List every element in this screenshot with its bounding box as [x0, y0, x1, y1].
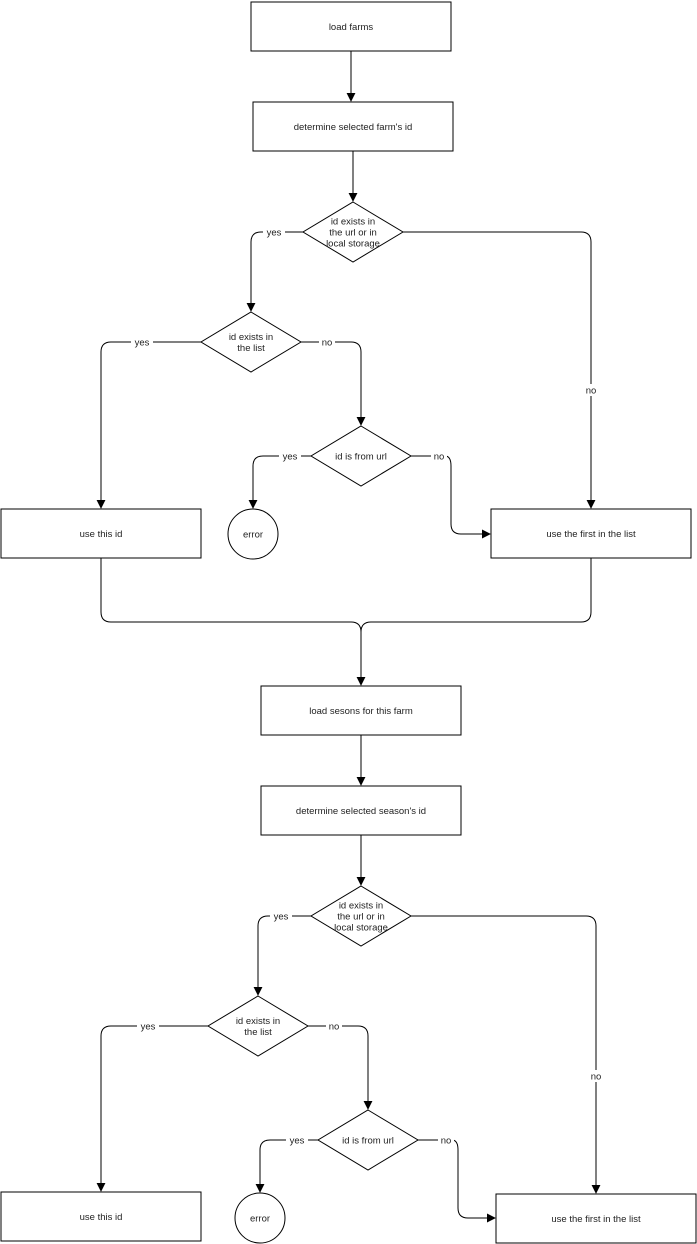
edge-label-yes: yes	[290, 1136, 305, 1147]
edge-label-yes: yes	[267, 228, 282, 239]
edge-farm-in-list-to-farm-from-url	[301, 341, 366, 426]
determine-season-label: determine selected season's id	[296, 806, 426, 817]
edge-label-no: no	[591, 1072, 602, 1083]
edge-label-background	[270, 910, 292, 922]
edge-label-background	[131, 336, 153, 348]
edge-farm-id-exists-to-farm-in-list	[246, 231, 303, 312]
edge-label-no: no	[329, 1022, 340, 1033]
edge-farm-id-exists-to-farm-use-first	[403, 231, 596, 509]
determine-season-shape	[260, 785, 462, 836]
season-error-shape	[234, 1192, 286, 1244]
edge-label-yes: yes	[141, 1022, 156, 1033]
season-use-first-label: use the first in the list	[551, 1214, 641, 1225]
edge-labels-layer: yes no yes no yes no yes no yes no yes no	[131, 226, 604, 1147]
edges-layer	[96, 51, 601, 1223]
edge-label-yes: yes	[283, 452, 298, 463]
season-from-url-shape	[317, 1109, 419, 1171]
edge-farm-from-url-to-farm-use-first	[411, 455, 491, 539]
farm-use-first-label: use the first in the list	[546, 529, 636, 540]
farm-use-id-shape	[0, 508, 202, 559]
farm-id-exists-shape	[302, 201, 404, 263]
edge-farm-use-first-to-load-seasons	[360, 558, 592, 633]
season-use-id-shape	[0, 1191, 202, 1242]
farm-from-url-shape	[310, 425, 412, 487]
season-id-exists-shape	[310, 885, 412, 947]
load-seasons-label: load sesons for this farm	[309, 706, 413, 717]
edge-season-in-list-to-season-use-id	[96, 1025, 208, 1192]
edge-label-no: no	[322, 338, 333, 349]
farm-error-label: error	[243, 530, 263, 541]
farm-use-id-label: use this id	[80, 529, 123, 540]
farm-from-url-label: id is from url	[335, 452, 387, 463]
edge-season-in-list-to-season-from-url	[308, 1025, 373, 1110]
season-use-first-shape	[495, 1193, 697, 1244]
edge-label-background	[438, 1134, 454, 1146]
edge-label-background	[279, 450, 301, 462]
edge-label-background	[263, 226, 285, 238]
farm-error-shape	[227, 508, 279, 560]
load-farms-label: load farms	[329, 22, 374, 33]
edge-season-id-exists-to-season-in-list	[253, 915, 311, 996]
edge-season-id-exists-to-season-use-first	[411, 915, 601, 1194]
edge-farm-use-id-to-load-seasons	[100, 558, 366, 686]
edge-farm-from-url-to-farm-error	[248, 455, 311, 509]
season-use-id-label: use this id	[80, 1212, 123, 1223]
edge-label-no: no	[441, 1136, 452, 1147]
edge-season-from-url-to-season-error	[255, 1139, 318, 1193]
edge-farm-in-list-to-farm-use-id	[96, 341, 201, 509]
farm-in-list-shape	[200, 311, 302, 373]
edge-season-from-url-to-season-use-first	[418, 1139, 496, 1223]
season-in-list-shape	[207, 995, 309, 1057]
edge-label-background	[431, 450, 447, 462]
edge-label-background	[137, 1020, 159, 1032]
edge-label-background	[326, 1020, 342, 1032]
farm-use-first-shape	[490, 508, 692, 559]
season-error-label: error	[250, 1214, 270, 1225]
edge-label-background	[286, 1134, 308, 1146]
edge-label-no: no	[434, 452, 445, 463]
edge-label-yes: yes	[135, 338, 150, 349]
edge-label-background	[588, 1070, 604, 1082]
edge-label-background	[583, 384, 599, 396]
season-from-url-label: id is from url	[342, 1136, 394, 1147]
load-farms-shape	[250, 1, 452, 52]
edge-label-background	[319, 336, 335, 348]
edge-label-no: no	[586, 386, 597, 397]
load-seasons-shape	[260, 685, 462, 736]
determine-farm-label: determine selected farm's id	[294, 122, 413, 133]
edge-label-yes: yes	[274, 912, 289, 923]
determine-farm-shape	[252, 101, 454, 152]
